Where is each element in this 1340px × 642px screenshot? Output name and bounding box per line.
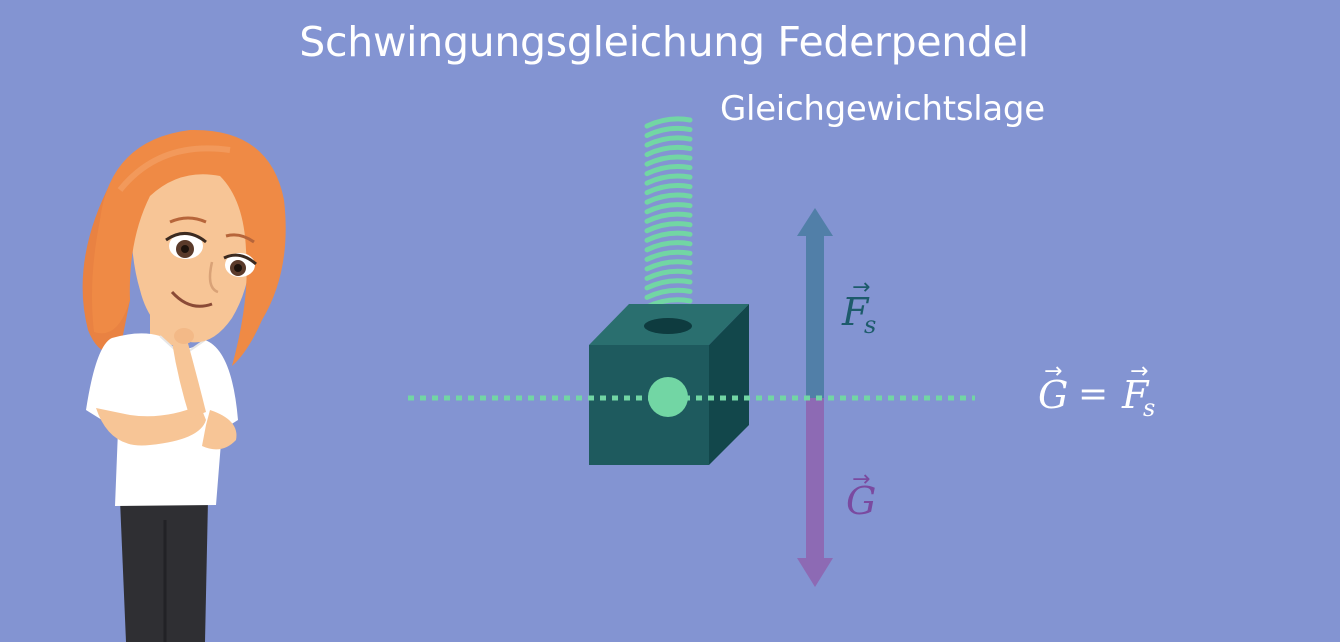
spring-coil-loop [644,259,693,272]
spring-force-subscript: s [864,311,876,339]
spring-force-label: → F s [841,275,876,339]
gravity-force-arrow [797,398,833,587]
spring-force-symbol: F [841,290,870,334]
equilibrium-equation: → G = → F s [1038,359,1155,422]
spring-coil-loop [644,173,693,186]
mass-block-side [709,304,749,465]
equation-left: G [1038,373,1068,417]
mass-block-front [589,345,709,465]
spring-coil-loop [644,221,693,234]
spring-coil-loop [644,192,693,205]
spring-coil-loop [644,287,693,300]
equation-right: F [1121,373,1150,417]
center-of-mass-dot [648,377,688,417]
spring-coil-loop [644,278,693,291]
spring-coil-loop [644,230,693,243]
character-eyes [165,216,257,277]
spring-coil-loop [644,163,693,177]
spring-coil-loop [644,211,693,224]
spring-coil-loop [644,116,693,129]
slide-subtitle: Gleichgewichtslage [720,89,1045,129]
equation-operator: = [1078,374,1108,415]
gravity-arrow-symbol: → [852,467,870,492]
character-mouth [170,290,213,308]
spring-attachment-hole [644,318,692,334]
spring-coil-loop [644,249,693,262]
spring-coil-loop [644,135,693,148]
spring-coil-loop [644,268,693,281]
spring-force-arrow-symbol: → [852,275,870,300]
character-arm-left [96,405,206,446]
equation-left-arrow: → [1044,359,1062,384]
spring-coil-loop [644,202,693,215]
gravity-label: → G [846,467,876,523]
spring-coil-loop [644,125,693,139]
character-woman [82,129,286,642]
equation-right-subscript: s [1143,394,1155,422]
spring-force-arrow [797,208,833,398]
spring-coil-loop [644,183,693,196]
mass-block [589,304,749,465]
gravity-symbol: G [846,479,876,523]
spring-coil-loop [644,144,693,158]
spring-coil-loop [644,154,693,167]
spring-coil [644,116,693,329]
spring-coil-loop [644,240,693,253]
slide-title: Schwingungsgleichung Federpendel [299,18,1029,66]
character-hair-front [92,129,286,366]
equation-right-arrow: → [1130,359,1148,384]
